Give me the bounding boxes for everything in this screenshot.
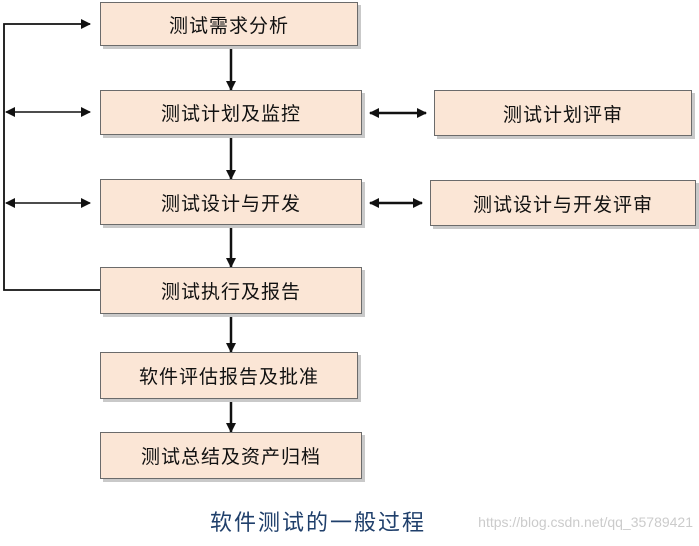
node-execution-report: 测试执行及报告 bbox=[100, 267, 362, 314]
diagram-caption: 软件测试的一般过程 bbox=[210, 511, 427, 536]
node-summary-archive: 测试总结及资产归档 bbox=[100, 432, 362, 479]
node-plan-review: 测试计划评审 bbox=[434, 90, 692, 136]
node-requirements-analysis: 测试需求分析 bbox=[100, 2, 358, 46]
node-planning-control: 测试计划及监控 bbox=[100, 90, 362, 135]
feedback-loop-line bbox=[3, 19, 100, 291]
node-evaluation-approval: 软件评估报告及批准 bbox=[100, 352, 358, 399]
watermark: https://blog.csdn.net/qq_35789421 bbox=[478, 514, 693, 530]
node-design-development: 测试设计与开发 bbox=[100, 179, 362, 225]
node-design-review: 测试设计与开发评审 bbox=[430, 180, 696, 226]
